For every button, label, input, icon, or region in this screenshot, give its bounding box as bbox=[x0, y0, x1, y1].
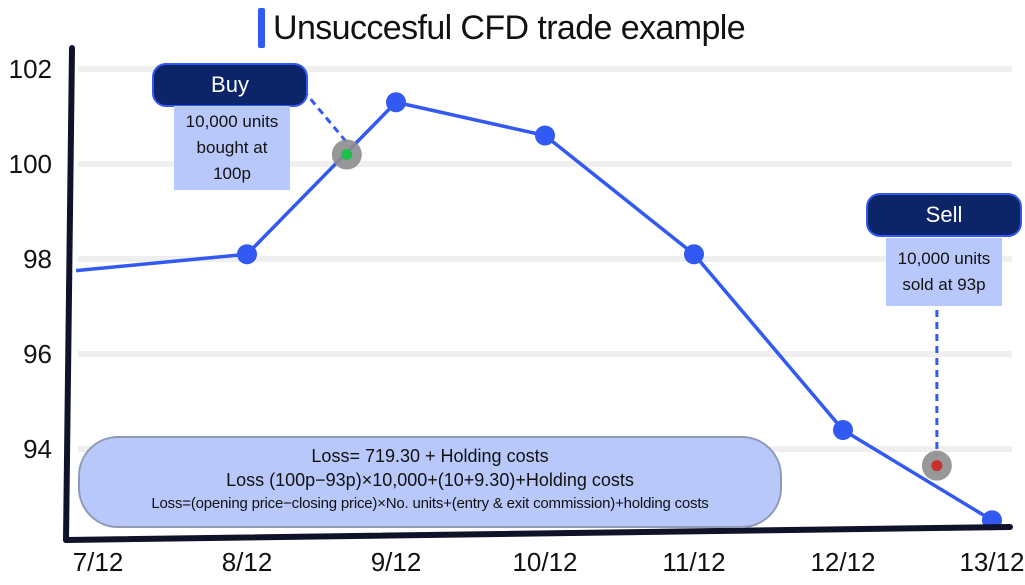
data-point bbox=[833, 420, 853, 440]
data-point bbox=[386, 92, 406, 113]
formula-line-2: Loss (100p−93p)×10,000+(10+9.30)+Holding… bbox=[226, 470, 634, 490]
chart-title-text: Unsuccesful CFD trade example bbox=[273, 8, 746, 47]
buy-note-line: 100p bbox=[213, 164, 251, 183]
y-tick-label: 100 bbox=[9, 149, 52, 179]
x-axis bbox=[63, 524, 1013, 543]
formula-line-3: Loss=(opening price−closing price)×No. u… bbox=[151, 495, 709, 512]
axes bbox=[63, 45, 1013, 543]
x-tick-label: 12/12 bbox=[810, 547, 875, 577]
y-tick-label: 98 bbox=[23, 244, 52, 274]
x-tick-label: 10/12 bbox=[512, 547, 577, 577]
buy-note-line: 10,000 units bbox=[185, 112, 279, 131]
trade-marker-dot bbox=[931, 460, 943, 472]
buy-note: 10,000 units bought at 100p bbox=[174, 106, 290, 190]
sell-note-line: 10,000 units bbox=[897, 249, 991, 268]
buy-connector bbox=[301, 89, 348, 144]
x-tick-label: 7/12 bbox=[73, 547, 124, 577]
x-tick-label: 13/12 bbox=[959, 547, 1024, 577]
y-tick-label: 96 bbox=[23, 339, 52, 369]
y-axis bbox=[63, 45, 75, 543]
dashed-connectors bbox=[301, 89, 939, 456]
loss-formula-box: Loss= 719.30 + Holding costs Loss (100p−… bbox=[78, 436, 782, 528]
trade-markers bbox=[331, 139, 952, 481]
title-accent-bar bbox=[258, 8, 265, 48]
y-tick-label: 94 bbox=[23, 434, 52, 464]
buy-note-line: bought at bbox=[196, 138, 268, 157]
x-tick-label: 8/12 bbox=[222, 547, 273, 577]
data-point bbox=[684, 244, 704, 265]
data-point bbox=[535, 125, 555, 146]
sell-note-line: sold at 93p bbox=[902, 275, 986, 294]
data-point bbox=[237, 244, 257, 265]
trade-marker-dot bbox=[341, 149, 353, 160]
x-tick-label: 11/12 bbox=[662, 547, 725, 577]
chart-title: Unsuccesful CFD trade example bbox=[258, 6, 746, 50]
formula-line-1: Loss= 719.30 + Holding costs bbox=[311, 446, 549, 466]
buy-label: Buy bbox=[152, 63, 308, 107]
y-tick-label: 102 bbox=[9, 54, 52, 84]
sell-label: Sell bbox=[866, 193, 1022, 237]
y-tick-labels: 102 100 98 96 94 bbox=[9, 54, 52, 464]
sell-note: 10,000 units sold at 93p bbox=[886, 238, 1002, 306]
x-tick-labels: 7/12 8/12 9/12 10/12 11/12 12/12 13/12 bbox=[73, 547, 1025, 577]
x-tick-label: 9/12 bbox=[371, 547, 422, 577]
